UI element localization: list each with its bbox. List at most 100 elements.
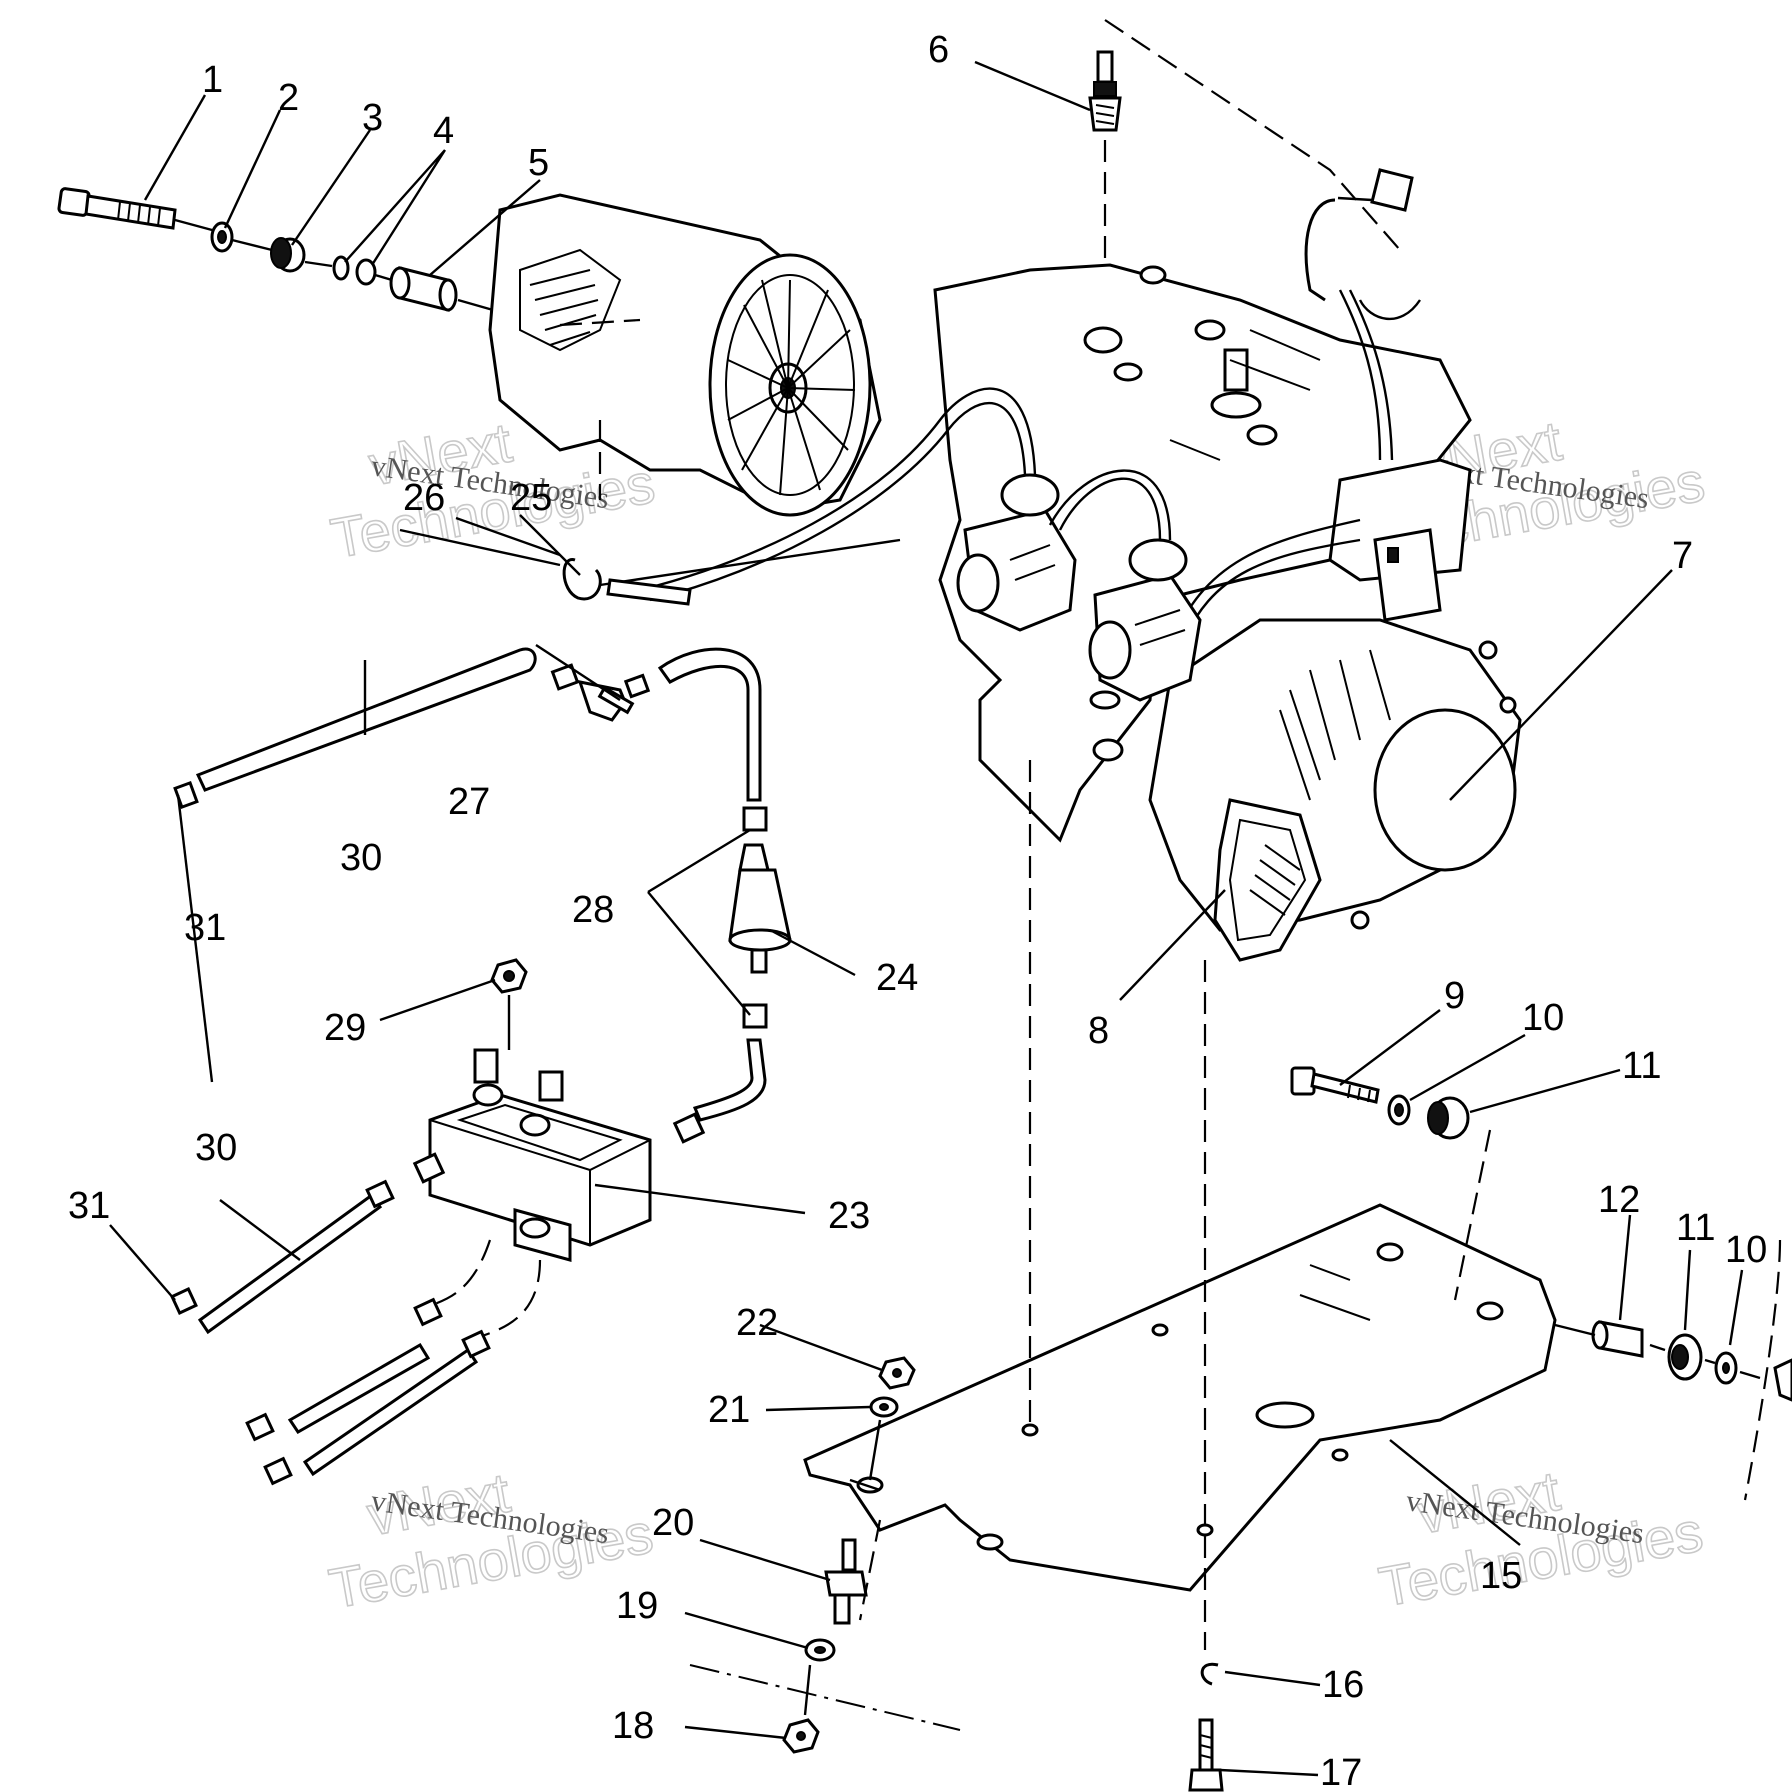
carb-vent-line <box>1058 477 1162 541</box>
callout-15: 15 <box>1480 1555 1522 1597</box>
callout-18: 18 <box>612 1705 654 1747</box>
fuel-filter <box>728 843 792 974</box>
plate-stud-axis <box>858 1519 882 1621</box>
mount-axis <box>1453 1129 1492 1301</box>
bushing <box>389 266 458 312</box>
hose-clamp <box>672 1112 706 1144</box>
carb-vent-line <box>639 387 1037 592</box>
plate-bolt <box>1188 1718 1224 1792</box>
callout-30: 30 <box>340 837 382 879</box>
engine <box>933 263 1522 962</box>
lock-washer <box>804 1638 836 1662</box>
spacer <box>270 237 306 273</box>
callout-23: 23 <box>828 1195 870 1237</box>
callout-22: 22 <box>736 1302 778 1344</box>
hose-clamp <box>365 1179 395 1209</box>
mount-nut <box>878 1356 916 1390</box>
rubber-mount <box>1427 1096 1470 1140</box>
callout-31-lower: 31 <box>68 1185 110 1227</box>
spark-plug-wire <box>1304 168 1421 320</box>
throttle-cable <box>399 528 901 587</box>
loose-fuel-line <box>302 1347 479 1477</box>
hose-clamp <box>413 1297 443 1327</box>
callout-26: 26 <box>403 477 445 519</box>
callout-labels: 1 2 3 4 5 6 7 8 9 10 11 12 11 10 15 16 1… <box>68 29 1767 1792</box>
callout-27: 27 <box>448 781 490 823</box>
callout-6: 6 <box>928 29 949 71</box>
fuel-line-to-pump <box>692 1038 767 1122</box>
fuel-line-to-filter <box>657 647 762 802</box>
callout-17: 17 <box>1320 1752 1362 1792</box>
callout-31: 31 <box>184 907 226 949</box>
cable-sleeve <box>606 578 692 606</box>
hose-clamp <box>412 1152 446 1184</box>
mount-stud <box>824 1538 868 1625</box>
snap-ring <box>1200 1662 1219 1686</box>
plate-washer <box>869 1396 899 1418</box>
stud-axis <box>868 1419 882 1481</box>
fuel-pump <box>428 1048 652 1262</box>
callout-10: 10 <box>1522 997 1564 1039</box>
leader-lines <box>109 60 1744 1777</box>
callout-9: 9 <box>1444 975 1465 1017</box>
centerline <box>689 1664 961 1731</box>
engine-mounting-plate <box>803 1203 1557 1592</box>
hose-clamp <box>245 1412 275 1442</box>
hose-clamp <box>170 1287 198 1315</box>
callout-19: 19 <box>616 1585 658 1627</box>
pump-line-dashes <box>469 1259 542 1342</box>
callout-12: 12 <box>1598 1179 1640 1221</box>
callout-7: 7 <box>1672 535 1693 577</box>
callout-10-right: 10 <box>1725 1229 1767 1271</box>
fuel-line-upper <box>195 647 537 792</box>
callout-11-right: 11 <box>1676 1207 1715 1249</box>
clutch-bolt <box>57 187 177 230</box>
mount-washer <box>1387 1094 1411 1126</box>
callout-16: 16 <box>1322 1664 1364 1706</box>
callout-20: 20 <box>652 1502 694 1544</box>
fuel-pump-nut <box>490 958 528 994</box>
plug-wire-routing-dashes <box>1104 19 1401 251</box>
mount-spacer <box>1591 1320 1644 1358</box>
mount-bolt <box>1290 1066 1380 1104</box>
carb-vent-line <box>649 401 1027 602</box>
plate-edge <box>849 1478 881 1492</box>
callout-11: 11 <box>1622 1045 1661 1087</box>
fuel-tee-fitting <box>550 663 651 722</box>
rubber-mount <box>1667 1333 1703 1381</box>
flange-nut <box>782 1718 820 1754</box>
callout-2: 2 <box>278 77 299 119</box>
carb-vent-line <box>1048 469 1172 541</box>
mount-axis-line <box>1554 1323 1761 1380</box>
mount-axis <box>1743 1239 1782 1501</box>
callout-25: 25 <box>510 477 552 519</box>
callout-3: 3 <box>362 97 383 139</box>
callout-24: 24 <box>876 957 918 999</box>
hose-clamp <box>742 1003 768 1029</box>
callout-28: 28 <box>572 889 614 931</box>
stud-axis <box>803 1664 812 1716</box>
callout-5: 5 <box>528 142 549 184</box>
callout-4: 4 <box>433 110 454 152</box>
callout-8: 8 <box>1088 1010 1109 1052</box>
carburetor-right <box>1088 538 1202 702</box>
callout-1: 1 <box>202 59 223 101</box>
carburetor-left <box>956 473 1077 632</box>
hose-clamp <box>742 806 768 832</box>
callout-21: 21 <box>708 1389 750 1431</box>
washer <box>210 221 234 253</box>
spark-plug <box>1088 50 1122 132</box>
bolt-axis-line <box>174 218 501 314</box>
hose-clamp <box>263 1456 293 1486</box>
mount-edge-part <box>1773 1358 1792 1402</box>
drive-clutch <box>488 193 882 517</box>
callout-29: 29 <box>324 1007 366 1049</box>
loose-fuel-line <box>287 1342 431 1434</box>
hose-clamp <box>461 1329 491 1359</box>
callout-30-lower: 30 <box>195 1127 237 1169</box>
recoil-handle <box>1213 798 1322 962</box>
fuel-line-lower <box>197 1192 383 1335</box>
o-rings <box>332 255 377 286</box>
mount-washer <box>1714 1351 1738 1385</box>
